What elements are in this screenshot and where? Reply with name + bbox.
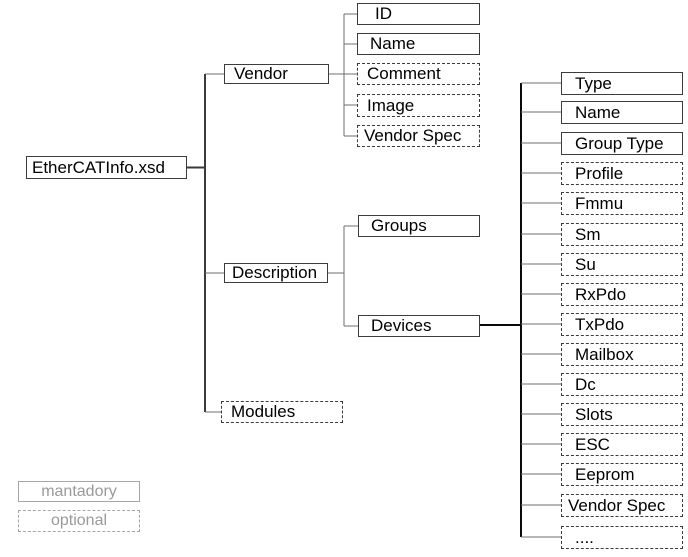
node-modules: Modules bbox=[221, 401, 343, 423]
node-vendor-name: Name bbox=[357, 33, 480, 55]
node-dev-vendor-spec: Vendor Spec bbox=[561, 494, 683, 517]
node-ellipsis: .... bbox=[561, 526, 683, 549]
node-type: Type bbox=[561, 72, 683, 95]
node-txpdo: TxPdo bbox=[561, 313, 683, 336]
node-sm: Sm bbox=[561, 223, 683, 246]
legend-optional: optional bbox=[18, 510, 140, 532]
node-esc: ESC bbox=[561, 433, 683, 456]
node-vendor: Vendor bbox=[224, 64, 329, 84]
node-root: EtherCATInfo.xsd bbox=[26, 156, 187, 179]
node-id: ID bbox=[357, 3, 480, 25]
node-su: Su bbox=[561, 253, 683, 276]
node-comment: Comment bbox=[357, 63, 480, 85]
node-fmmu: Fmmu bbox=[561, 192, 683, 215]
node-profile: Profile bbox=[561, 162, 683, 185]
node-groups: Groups bbox=[358, 215, 480, 237]
node-devices: Devices bbox=[358, 315, 480, 337]
node-rxpdo: RxPdo bbox=[561, 283, 683, 306]
node-vendor-spec: Vendor Spec bbox=[357, 125, 480, 147]
node-dev-name: Name bbox=[561, 101, 683, 124]
node-image: Image bbox=[357, 94, 480, 117]
node-dc: Dc bbox=[561, 373, 683, 396]
node-eeprom: Eeprom bbox=[561, 463, 683, 486]
node-mailbox: Mailbox bbox=[561, 343, 683, 366]
node-group-type: Group Type bbox=[561, 132, 683, 155]
node-description: Description bbox=[224, 263, 328, 283]
legend-mandatory: mantadory bbox=[18, 481, 140, 502]
node-slots: Slots bbox=[561, 403, 683, 426]
